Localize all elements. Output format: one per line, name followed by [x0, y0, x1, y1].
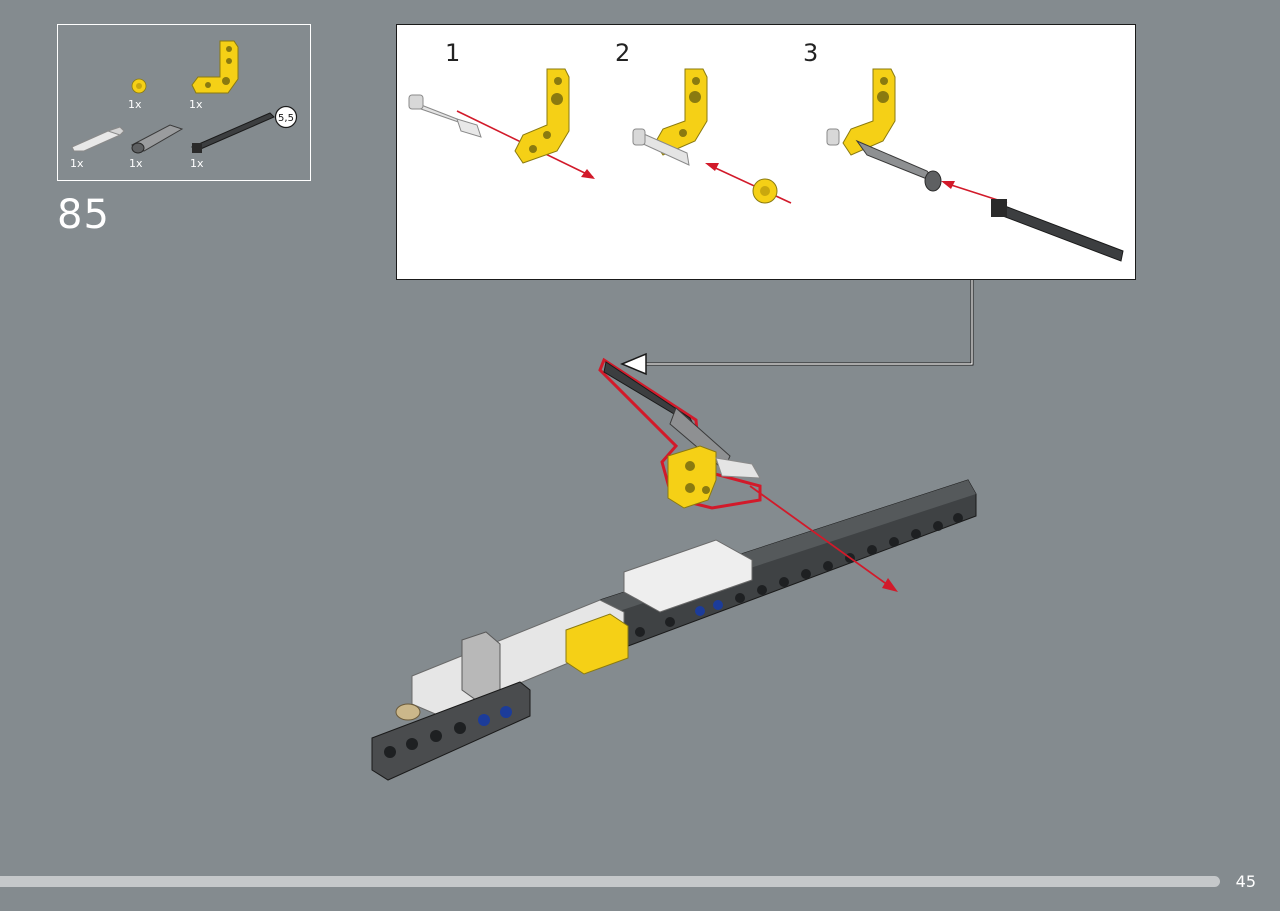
yellow-l-beam-icon	[191, 40, 239, 94]
new-subassembly	[598, 357, 762, 510]
substep-3-illustration	[826, 68, 1124, 262]
axle-length-badge: 5,5	[274, 105, 298, 129]
substep-2-illustration	[632, 68, 792, 204]
step-number: 85	[57, 192, 110, 238]
part-qty: 1x	[70, 157, 84, 170]
beam-holes	[635, 513, 963, 637]
axle-length-text: 5,5	[278, 113, 294, 124]
substep-label-3: 3	[803, 39, 819, 67]
substep-callout: 1 2 3	[396, 24, 1136, 280]
part-qty: 1x	[129, 157, 143, 170]
gray-axle-connector-icon	[130, 124, 184, 154]
part-qty: 1x	[190, 157, 204, 170]
part-qty: 1x	[128, 98, 142, 111]
substep-label-2: 2	[615, 39, 631, 67]
part-qty: 1x	[189, 98, 203, 111]
white-axle-pin-icon	[71, 126, 125, 152]
page-number: 45	[1235, 872, 1256, 891]
substep-illustrations	[408, 68, 1124, 262]
substep-1-illustration	[408, 68, 595, 179]
substep-label-1: 1	[445, 39, 461, 67]
black-axle-icon	[191, 112, 275, 153]
progress-bar	[0, 876, 1220, 887]
parts-list: 1x 1x 1x 1x 5,5 1x	[57, 24, 311, 181]
yellow-bush-icon	[131, 78, 147, 94]
